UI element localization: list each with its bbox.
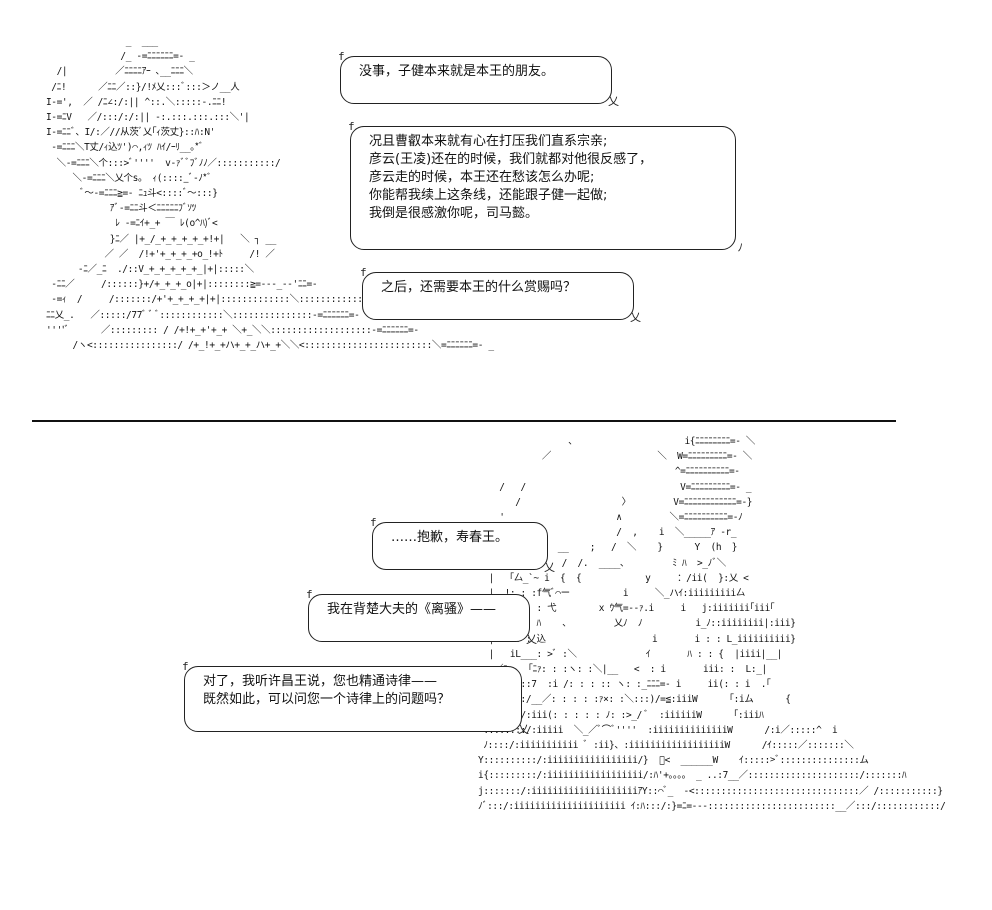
bubble-tick-icon: f <box>360 266 367 279</box>
bubble-tail-icon: 乂 <box>544 561 555 574</box>
bubble-line: ……抱歉，寿春王。 <box>391 530 509 545</box>
ascii-art-figure-bottom: ､ i{ﾆﾆﾆﾆﾆﾆﾆﾆ=- ＼ ／ ＼ W=ﾆﾆﾆﾆﾆﾆﾆﾆﾆ=- ＼ ^=ﾆ… <box>478 436 946 812</box>
speech-bubble-2: f 况且曹叡本来就有心在打压我们直系宗亲; 彦云(王凌)还在的时候，我们就都对他… <box>348 120 743 254</box>
bubble-tail-icon: 乂 <box>630 311 641 324</box>
speech-bubble-6: f 对了，我听许昌王说，您也精通诗律—— 既然如此，可以问您一个诗律上的问题吗？… <box>182 660 529 736</box>
bubble-tick-icon: f <box>348 120 355 133</box>
bubble-tick-icon: f <box>370 516 377 529</box>
bottom-panel: ､ i{ﾆﾆﾆﾆﾆﾆﾆﾆ=- ＼ ／ ＼ W=ﾆﾆﾆﾆﾆﾆﾆﾆﾆ=- ＼ ^=ﾆ… <box>0 424 992 910</box>
bubble-tick-icon: f <box>338 50 345 63</box>
speech-bubble-3: f 之后，还需要本王的什么赏赐吗？ 乂 <box>360 266 641 324</box>
bubble-tick-icon: f <box>182 660 189 673</box>
bubble-tail-icon: 乂 <box>608 95 619 108</box>
ascii-art-figure-top: _ ___ /_ -=ﾆﾆﾆﾆﾆﾆ=- _ /| ／ﾆﾆﾆﾆｱｰ ､__ﾆﾆﾆ＼… <box>45 36 494 352</box>
speech-bubble-1: f 没事，子健本来就是本王的朋友。 乂 <box>338 50 619 108</box>
bubble-tick-icon: f <box>306 588 313 601</box>
speech-bubble-5: f 我在背楚大夫的《离骚》—— 乂 <box>306 588 537 646</box>
bubble-line: 你能帮我续上这条线，还能跟子健一起做; <box>369 188 608 203</box>
bubble-line: 没事，子健本来就是本王的朋友。 <box>359 64 555 79</box>
bubble-line: 既然如此，可以问您一个诗律上的问题吗？ <box>203 692 451 707</box>
top-panel: _ ___ /_ -=ﾆﾆﾆﾆﾆﾆ=- _ /| ／ﾆﾆﾆﾆｱｰ ､__ﾆﾆﾆ＼… <box>0 0 992 420</box>
bubble-line: 彦云(王凌)还在的时候，我们就都对他很反感了， <box>369 152 653 167</box>
panel-divider <box>32 420 896 422</box>
bubble-line: 况且曹叡本来就有心在打压我们直系宗亲; <box>369 134 608 149</box>
bubble-line: 彦云走的时候，本王还在愁该怎么办呢; <box>369 170 595 185</box>
bubble-line: 之后，还需要本王的什么赏赐吗？ <box>381 280 577 295</box>
bubble-line: 对了，我听许昌王说，您也精通诗律—— <box>203 674 438 689</box>
bubble-tail-icon: ﾉ <box>737 241 744 254</box>
bubble-tail-icon: 乂 <box>526 633 537 646</box>
bubble-line: 我在背楚大夫的《离骚》—— <box>327 602 497 617</box>
bubble-line: 我倒是很感激你呢，司马懿。 <box>369 206 539 221</box>
bubble-tail-icon: 乂 <box>518 723 529 736</box>
speech-bubble-4: f ……抱歉，寿春王。 乂 <box>370 516 555 574</box>
